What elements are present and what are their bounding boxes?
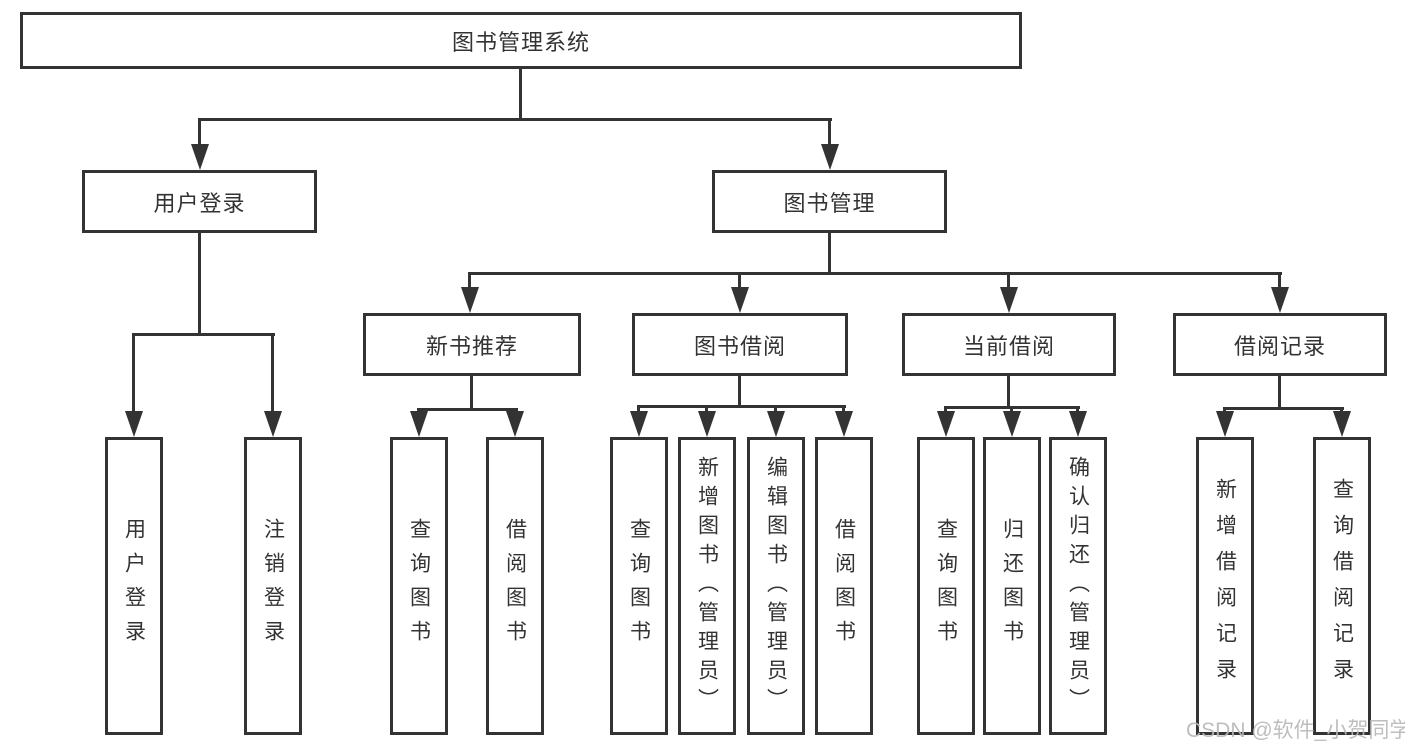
connector-current-borrow-stem — [1007, 376, 1010, 408]
node-label: 图书管理系统 — [451, 29, 590, 55]
connector-root-stem — [519, 69, 522, 118]
leaf-label: 新增借阅记录 — [1213, 478, 1237, 694]
leaf-return-books: 归还图书 — [983, 437, 1041, 735]
node-book-management: 图书管理 — [712, 170, 947, 233]
node-current-borrow: 当前借阅 — [902, 313, 1116, 376]
leaf-label: 借阅图书 — [503, 518, 527, 654]
node-label: 图书借阅 — [693, 333, 786, 359]
leaf-add-book-admin: 新增图书（管理员） — [678, 437, 736, 735]
connector-level3-hline — [468, 272, 1282, 275]
node-label: 借阅记录 — [1233, 333, 1326, 359]
leaf-current-query-books: 查询图书 — [917, 437, 975, 735]
leaf-label: 注销登录 — [261, 518, 285, 654]
connector-book-management-stem — [828, 233, 831, 275]
leaf-newbook-query-books: 查询图书 — [390, 437, 448, 735]
node-label: 图书管理 — [783, 190, 876, 216]
node-user-login: 用户登录 — [82, 170, 317, 233]
node-new-book-recommend: 新书推荐 — [363, 313, 581, 376]
leaf-user-login: 用户登录 — [105, 437, 163, 735]
connector-drop-leaf — [774, 405, 777, 415]
connector-drop-logout-leaf — [271, 333, 274, 413]
arrow-down-icon — [835, 411, 853, 437]
leaf-label: 查询借阅记录 — [1330, 478, 1354, 694]
arrow-down-icon — [410, 411, 428, 437]
connector-level1-hline — [198, 118, 832, 121]
arrow-down-icon — [821, 144, 839, 170]
leaf-add-borrow-record: 新增借阅记录 — [1196, 437, 1254, 735]
connector-borrow-records-stem — [1278, 376, 1281, 409]
connector-borrow-records-hline — [1223, 407, 1344, 410]
leaf-query-borrow-record: 查询借阅记录 — [1313, 437, 1371, 735]
connector-drop-book-borrow — [738, 272, 741, 290]
connector-drop-current-borrow — [1007, 272, 1010, 290]
leaf-label: 用户登录 — [122, 518, 146, 654]
leaf-borrow-books: 借阅图书 — [815, 437, 873, 735]
leaf-label: 查询图书 — [627, 518, 651, 654]
arrow-down-icon — [937, 411, 955, 437]
node-label: 用户登录 — [153, 190, 246, 216]
leaf-label: 新增图书（管理员） — [695, 455, 719, 717]
connector-drop-new-book — [468, 272, 471, 290]
connector-book-borrow-stem — [738, 376, 741, 407]
leaf-label: 查询图书 — [934, 518, 958, 654]
connector-drop-leaf — [705, 405, 708, 415]
arrow-down-icon — [125, 411, 143, 437]
connector-drop-leaf — [637, 405, 640, 415]
arrow-down-icon — [1333, 411, 1351, 437]
connector-drop-login-leaf — [132, 333, 135, 413]
leaf-label: 归还图书 — [1000, 518, 1024, 654]
leaf-logout: 注销登录 — [244, 437, 302, 735]
connector-drop-borrow-records — [1278, 272, 1281, 290]
csdn-watermark: CSDN @软件_小贺同学 — [1186, 719, 1405, 742]
arrow-down-icon — [1271, 287, 1289, 313]
arrow-down-icon — [731, 287, 749, 313]
connector-book-borrow-hline — [637, 405, 846, 408]
node-borrow-records: 借阅记录 — [1173, 313, 1387, 376]
arrow-down-icon — [264, 411, 282, 437]
connector-new-book-stem — [470, 376, 473, 410]
node-book-borrow: 图书借阅 — [632, 313, 848, 376]
leaf-borrow-query-books: 查询图书 — [610, 437, 668, 735]
connector-user-login-stem — [198, 233, 201, 335]
arrow-down-icon — [698, 411, 716, 437]
node-label: 新书推荐 — [425, 333, 518, 359]
connector-drop-user-login — [198, 118, 201, 150]
connector-drop-book-management — [828, 118, 831, 150]
leaf-label: 借阅图书 — [832, 518, 856, 654]
arrow-down-icon — [461, 287, 479, 313]
leaf-confirm-return-admin: 确认归还（管理员） — [1049, 437, 1107, 735]
arrow-down-icon — [191, 144, 209, 170]
arrow-down-icon — [1003, 411, 1021, 437]
leaf-label: 确认归还（管理员） — [1066, 455, 1090, 717]
leaf-label: 查询图书 — [407, 518, 431, 654]
arrow-down-icon — [1069, 411, 1087, 437]
leaf-newbook-borrow-books: 借阅图书 — [486, 437, 544, 735]
arrow-down-icon — [1000, 287, 1018, 313]
connector-user-login-hline — [132, 333, 275, 336]
leaf-edit-book-admin: 编辑图书（管理员） — [747, 437, 805, 735]
arrow-down-icon — [1216, 411, 1234, 437]
arrow-down-icon — [630, 411, 648, 437]
arrow-down-icon — [506, 411, 524, 437]
node-label: 当前借阅 — [962, 333, 1055, 359]
connector-new-book-hline — [417, 408, 518, 411]
node-library-system: 图书管理系统 — [20, 12, 1022, 69]
connector-drop-leaf — [842, 405, 845, 415]
leaf-label: 编辑图书（管理员） — [764, 455, 788, 717]
arrow-down-icon — [767, 411, 785, 437]
